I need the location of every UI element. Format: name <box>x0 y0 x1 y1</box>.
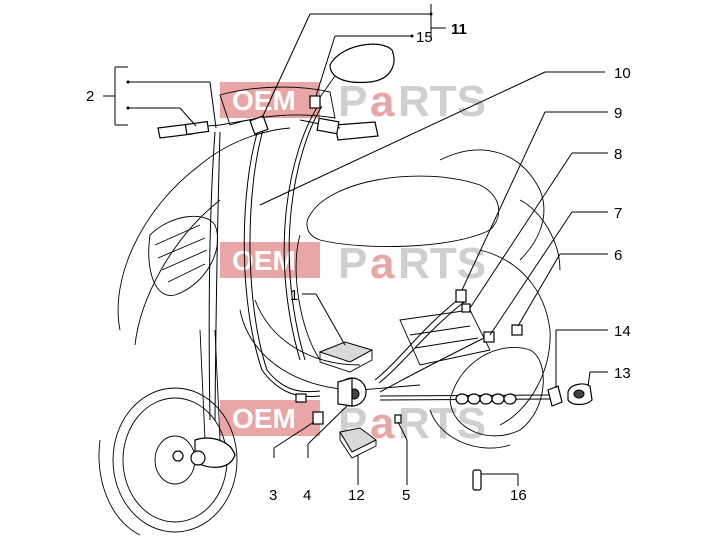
watermark-a: a <box>370 77 395 126</box>
callout-7: 7 <box>614 205 622 222</box>
callout-10: 10 <box>614 65 631 82</box>
callout-13: 13 <box>614 365 631 382</box>
components <box>172 95 593 491</box>
callout-8: 8 <box>614 146 622 163</box>
cable-group <box>208 105 551 421</box>
watermark-rts: RTS <box>398 239 486 288</box>
leader-lines <box>103 4 608 486</box>
callout-6: 6 <box>614 247 622 264</box>
callout-3: 3 <box>269 487 277 504</box>
callout-14: 14 <box>614 323 631 340</box>
watermark-oem: OEM <box>232 245 296 276</box>
watermark-p: P <box>338 77 367 126</box>
callout-4: 4 <box>303 487 311 504</box>
callout-15: 15 <box>416 29 433 46</box>
scooter-body <box>98 43 561 536</box>
watermark-a: a <box>370 239 395 288</box>
callout-2: 2 <box>86 88 94 105</box>
leader-dots <box>126 12 433 110</box>
callout-9: 9 <box>614 105 622 122</box>
watermark-rts: RTS <box>398 399 486 448</box>
watermark-middle: OEM P a RTS <box>220 239 486 288</box>
callout-1: 1 <box>290 287 298 304</box>
watermark-oem: OEM <box>232 403 296 434</box>
callout-12: 12 <box>348 487 365 504</box>
watermark-rts: RTS <box>398 77 486 126</box>
callout-labels: 11 15 2 10 9 8 7 6 14 13 1 3 4 12 5 16 <box>86 21 631 504</box>
callout-11: 11 <box>451 21 467 38</box>
watermark-p: P <box>338 239 367 288</box>
callout-5: 5 <box>402 487 410 504</box>
watermark-bottom: OEM P a RTS <box>220 399 486 448</box>
callout-16: 16 <box>510 487 527 504</box>
watermark-oem: OEM <box>232 85 296 116</box>
